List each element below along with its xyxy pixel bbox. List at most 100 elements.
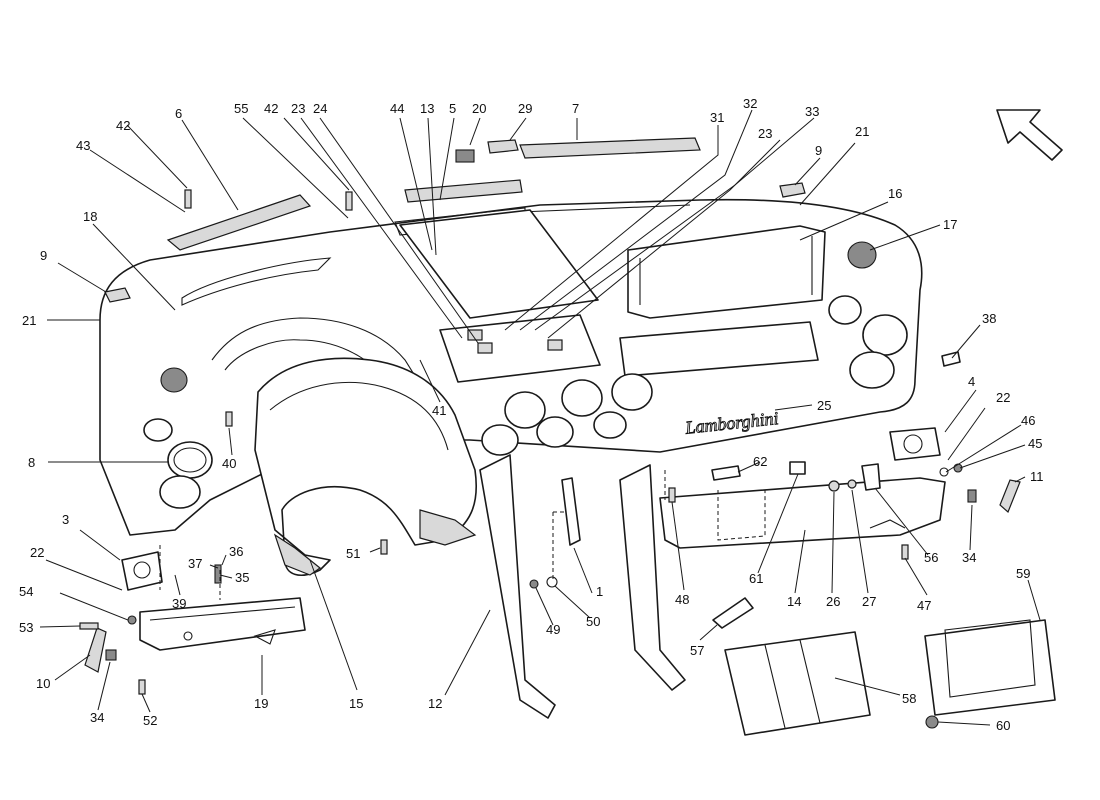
center-display-housing [399, 209, 601, 383]
callout-45: 45 [1028, 436, 1042, 451]
callout-labels: 1 3 4 5 6 7 8 9 9 10 11 12 13 14 15 16 1… [19, 96, 1044, 733]
small-clip-9a [104, 287, 131, 303]
callout-18: 18 [83, 209, 97, 224]
callout-23b: 23 [758, 126, 772, 141]
callout-4: 4 [968, 374, 975, 389]
small-clip-9b [779, 182, 806, 198]
assembly-line-b [664, 470, 766, 541]
callout-37: 37 [188, 556, 202, 571]
air-vent-right [828, 241, 908, 389]
fastener-47 [901, 544, 909, 560]
fastener-54 [127, 615, 137, 625]
glovebox-lid [724, 631, 871, 736]
callout-10: 10 [36, 676, 50, 691]
fastener-40 [225, 411, 233, 427]
callout-62: 62 [753, 454, 767, 469]
callout-29: 29 [518, 101, 532, 116]
screw-42b [345, 191, 353, 211]
switch-c [547, 339, 563, 351]
callout-23a: 23 [291, 101, 305, 116]
bracket-57 [712, 597, 754, 629]
switch-b [477, 342, 493, 354]
fastener-53 [79, 622, 99, 630]
fastener-52 [138, 679, 146, 695]
nut-60 [925, 715, 939, 729]
callout-43: 43 [76, 138, 90, 153]
clip-38 [941, 351, 961, 367]
fastener-34b [105, 649, 117, 661]
center-console-panel-right [619, 464, 686, 691]
callout-52: 52 [143, 713, 157, 728]
assembly-line-c [159, 545, 221, 600]
callout-5: 5 [449, 101, 456, 116]
callout-22b: 22 [996, 390, 1010, 405]
callout-9b: 9 [815, 143, 822, 158]
callout-25: 25 [817, 398, 831, 413]
callout-3: 3 [62, 512, 69, 527]
small-clip-20 [455, 149, 475, 163]
callout-7: 7 [572, 101, 579, 116]
fastener-46 [939, 467, 949, 477]
fastener-34a [967, 489, 977, 503]
callout-35: 35 [235, 570, 249, 585]
callout-33: 33 [805, 104, 819, 119]
callout-34a: 34 [962, 550, 976, 565]
callout-11: 11 [1030, 469, 1044, 484]
callout-54: 54 [19, 584, 33, 599]
callout-21a: 21 [22, 313, 36, 328]
fastener-49 [529, 579, 539, 589]
clip-56 [861, 463, 881, 491]
callout-46: 46 [1021, 413, 1035, 428]
callout-50: 50 [586, 614, 600, 629]
callout-34b: 34 [90, 710, 104, 725]
callout-27: 27 [862, 594, 876, 609]
callout-36: 36 [229, 544, 243, 559]
callout-57: 57 [690, 643, 704, 658]
lower-knee-panel-left [139, 597, 306, 651]
callout-49: 49 [546, 622, 560, 637]
passenger-upper-housing [619, 225, 826, 377]
callout-60: 60 [996, 718, 1010, 733]
nut-27 [847, 479, 857, 489]
callout-8: 8 [28, 455, 35, 470]
glovebox-inner-tray [924, 619, 1056, 716]
callout-31: 31 [710, 110, 724, 125]
defrost-grille-left [166, 194, 312, 251]
callout-6: 6 [175, 106, 182, 121]
assembly-line-a [552, 511, 565, 580]
callout-14: 14 [787, 594, 801, 609]
defrost-grille-right [519, 137, 701, 159]
fastener-48 [668, 487, 676, 503]
screw-42a [184, 189, 192, 209]
callout-21b: 21 [855, 124, 869, 139]
vent-bezel-3 [121, 551, 163, 591]
callout-15: 15 [349, 696, 363, 711]
callout-40: 40 [222, 456, 236, 471]
nut-26 [828, 480, 840, 492]
callout-24: 24 [313, 101, 327, 116]
fastener-35 [214, 564, 222, 584]
callout-61: 61 [749, 571, 763, 586]
callout-47: 47 [917, 598, 931, 613]
air-vent-center-cluster [481, 373, 653, 456]
clip-61 [789, 461, 806, 475]
callout-38: 38 [982, 311, 996, 326]
fastener-51 [380, 539, 388, 555]
instrument-binnacle [254, 357, 477, 576]
callout-20: 20 [472, 101, 486, 116]
bracket-11 [999, 479, 1021, 514]
callout-59: 59 [1016, 566, 1030, 581]
callout-12: 12 [428, 696, 442, 711]
callout-16: 16 [888, 186, 902, 201]
callout-9a: 9 [40, 248, 47, 263]
callout-58: 58 [902, 691, 916, 706]
air-vent-left-small [143, 367, 188, 442]
lower-glovebox-panel [659, 477, 946, 549]
callout-26: 26 [826, 594, 840, 609]
callout-41: 41 [432, 403, 446, 418]
arrow-up-left-icon [996, 109, 1063, 161]
fastener-50 [546, 576, 558, 588]
callout-56: 56 [924, 550, 938, 565]
switch-a [467, 329, 483, 341]
